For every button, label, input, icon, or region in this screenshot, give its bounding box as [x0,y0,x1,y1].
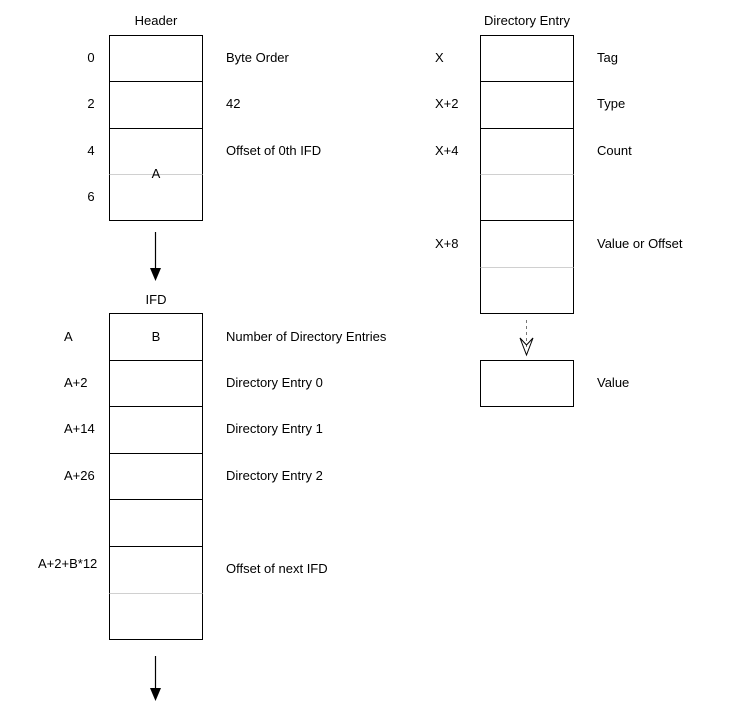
ifd-offset: A+2 [64,375,88,390]
ifd-offset: A [64,329,73,344]
ifd-offset: A+26 [64,468,95,483]
ifd-cell-value: B [151,329,161,344]
header-to-ifd-arrowhead [150,268,161,281]
header-field-label: Offset of 0th IFD [226,143,322,158]
header-offset: 0 [87,50,95,65]
header-field-label: 42 [226,96,241,111]
ifd-field-label: Number of Directory Entries [226,329,387,344]
value-label: Value [597,375,630,390]
ifd-field-label: Offset of next IFD [226,561,328,576]
directory-entry-field-label: Tag [597,50,618,65]
ifd-title: IFD [145,292,167,307]
ifd-block [109,313,203,640]
ifd-offset: A+2+B*12 [38,556,98,571]
header-block [109,35,203,221]
directory-entry-offset: X [435,50,444,65]
directory-entry-offset: X+8 [435,236,459,251]
header-offset: 4 [87,143,95,158]
directory-entry-title: Directory Entry [484,13,570,28]
header-title: Header [134,13,178,28]
value-box [480,360,574,407]
ifd-field-label: Directory Entry 2 [226,468,323,483]
directory-entry-offset: X+2 [435,96,459,111]
ifd-offset: A+14 [64,421,95,436]
directory-entry-field-label: Count [597,143,632,158]
header-offset: 6 [87,189,95,204]
ifd-frame [109,313,203,640]
directory-entry-field-label: Type [597,96,626,111]
ifd-field-label: Directory Entry 0 [226,375,323,390]
offset-pointer-open-arrowhead [519,337,534,357]
header-offset: 2 [87,96,95,111]
directory-entry-block [480,35,574,314]
header-field-label: Byte Order [226,50,289,65]
directory-entry-offset: X+4 [435,143,459,158]
ifd-field-label: Directory Entry 1 [226,421,323,436]
header-cell-value: A [151,166,161,181]
next-ifd-arrowhead [150,688,161,701]
directory-entry-field-label: Value or Offset [597,236,683,251]
